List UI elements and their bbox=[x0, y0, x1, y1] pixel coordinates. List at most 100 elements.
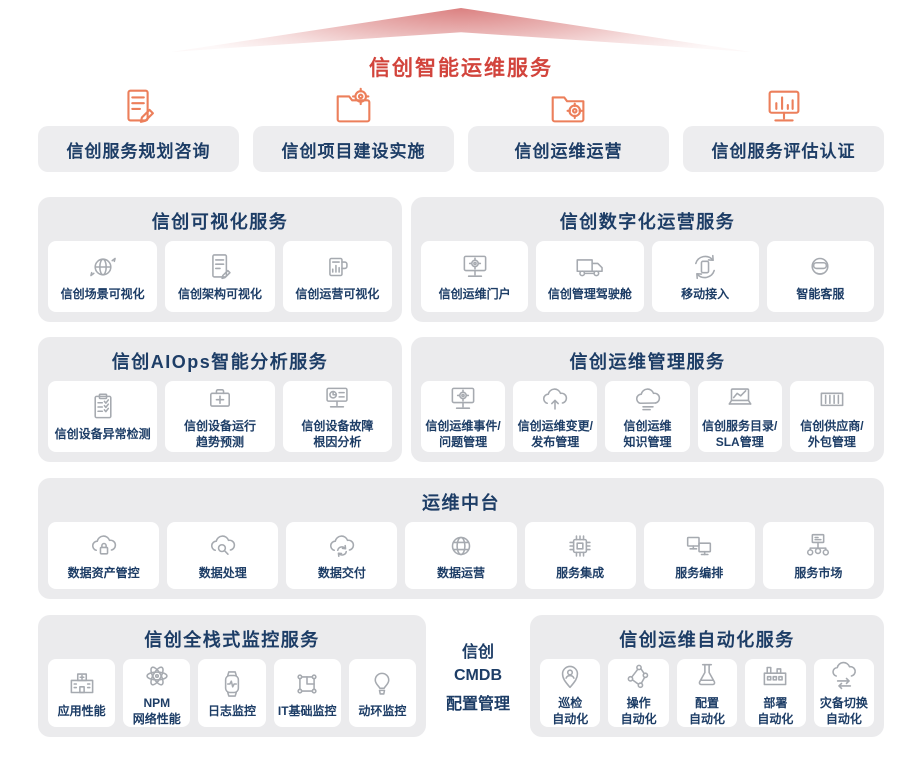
medkit-icon bbox=[203, 382, 237, 416]
row-aiops-management: 信创AIOps智能分析服务 信创设备异常检测信创设备运行 趋势预测信创设备故障 … bbox=[38, 337, 884, 462]
service-item: 操作 自动化 bbox=[608, 659, 669, 727]
section-digital-operation: 信创数字化运营服务 信创运维门户 信创管理驾驶舱移动接入 智能客服 bbox=[411, 197, 884, 322]
service-item: 信创设备故障 根因分析 bbox=[282, 381, 392, 452]
cloud-doc-icon bbox=[631, 382, 665, 416]
item-label: 信创运维运营 bbox=[468, 126, 669, 172]
item-label: 信创架构可视化 bbox=[177, 287, 262, 302]
service-item: 移动接入 bbox=[651, 241, 759, 312]
section-items: 信创运维事件/ 问题管理信创运维变更/ 发布管理信创运维 知识管理信创服务目录/… bbox=[421, 381, 875, 452]
cloud-up-icon bbox=[538, 382, 572, 416]
top-services-row: 信创服务规划咨询信创项目建设实施信创运维运营信创服务评估认证 bbox=[38, 86, 884, 172]
service-item: 服务编排 bbox=[643, 522, 755, 589]
top-card-implementation: 信创项目建设实施 bbox=[253, 86, 454, 172]
service-item: 服务集成 bbox=[524, 522, 636, 589]
section-automation: 信创运维自动化服务 巡检 自动化操作 自动化配置 自动化部署 自动化灾备切换 自… bbox=[530, 615, 884, 737]
monitor-gear-icon bbox=[458, 250, 492, 284]
cmdb-line: 配置管理 bbox=[445, 696, 510, 713]
service-item: NPM 网络性能 bbox=[123, 659, 191, 727]
item-label: 信创服务评估认证 bbox=[683, 126, 884, 172]
section-items: 信创场景可视化 信创架构可视化 信创运营可视化 bbox=[48, 241, 392, 312]
section-items: 数据资产管控数据处理数据交付 数据运营 服务集成 服务编排服务市场 bbox=[48, 522, 874, 589]
item-label: 部署 自动化 bbox=[757, 695, 794, 726]
item-label: 信创服务规划咨询 bbox=[38, 126, 239, 172]
item-label: 信创运维门户 bbox=[438, 287, 511, 302]
service-item: 配置 自动化 bbox=[676, 659, 738, 727]
item-label: 数据运营 bbox=[436, 566, 485, 581]
dual-screen-icon bbox=[682, 529, 716, 563]
hospital-icon bbox=[65, 667, 99, 701]
section-aiops: 信创AIOps智能分析服务 信创设备异常检测信创设备运行 趋势预测信创设备故障 … bbox=[38, 337, 402, 462]
service-item: 信创设备异常检测 bbox=[48, 381, 158, 452]
item-label: 信创场景可视化 bbox=[60, 287, 145, 302]
section-title: 信创运维管理服务 bbox=[569, 352, 726, 372]
headset-robot-icon bbox=[803, 250, 837, 284]
row-middle-platform: 运维中台 数据资产管控数据处理数据交付数据运营服务集成服务编排服务市场 bbox=[38, 478, 884, 599]
item-label: IT基础监控 bbox=[277, 703, 337, 718]
truck-icon bbox=[573, 250, 607, 284]
item-label: 日志监控 bbox=[208, 703, 257, 718]
service-item: 数据运营 bbox=[405, 522, 517, 589]
service-item: 动环监控 bbox=[348, 659, 417, 727]
item-label: 操作 自动化 bbox=[620, 695, 657, 726]
service-item: 应用性能 bbox=[48, 659, 116, 727]
service-item: 信创运维变更/ 发布管理 bbox=[513, 381, 598, 452]
cloud-lock-icon bbox=[87, 529, 121, 563]
container-icon bbox=[815, 382, 849, 416]
globe-arrows-icon bbox=[86, 250, 120, 284]
globe-grid-icon bbox=[444, 529, 478, 563]
cmdb-block: 信创 CMDB 配置管理 bbox=[435, 615, 521, 737]
sync-phone-icon bbox=[688, 250, 722, 284]
item-label: 信创运维 知识管理 bbox=[623, 419, 672, 449]
item-label: 服务市场 bbox=[794, 566, 843, 581]
top-card-operations: 信创运维运营 bbox=[468, 86, 669, 172]
clipboard-pencil-icon bbox=[113, 84, 165, 130]
cmdb-line: CMDB bbox=[454, 667, 502, 684]
service-item: 信创运维 知识管理 bbox=[605, 381, 690, 452]
mug-chart-icon bbox=[320, 250, 354, 284]
item-label: 信创设备异常检测 bbox=[54, 427, 151, 442]
service-item: 部署 自动化 bbox=[745, 659, 806, 727]
pin-person-icon bbox=[553, 659, 587, 693]
service-item: 数据处理 bbox=[167, 522, 279, 589]
folder-gear-icon bbox=[328, 84, 380, 130]
section-items: 应用性能 NPM 网络性能 日志监控 IT基础监控 动环监控 bbox=[48, 659, 417, 727]
factory-icon bbox=[758, 659, 792, 693]
monitor-bars-icon bbox=[758, 84, 810, 130]
service-item: 信创管理驾驶舱 bbox=[536, 241, 644, 312]
top-card-planning: 信创服务规划咨询 bbox=[38, 86, 239, 172]
monitor-pie-icon bbox=[320, 382, 354, 416]
section-title: 信创数字化运营服务 bbox=[559, 212, 736, 232]
service-item: 信创运维门户 bbox=[421, 241, 529, 312]
section-title: 信创全栈式监控服务 bbox=[144, 630, 320, 650]
balloon-icon bbox=[365, 667, 399, 701]
service-item: 服务市场 bbox=[762, 522, 874, 589]
item-label: 移动接入 bbox=[681, 287, 730, 302]
item-label: 信创项目建设实施 bbox=[253, 126, 454, 172]
item-label: 应用性能 bbox=[57, 703, 106, 718]
service-item: 信创运维事件/ 问题管理 bbox=[421, 381, 506, 452]
item-label: 信创运营可视化 bbox=[295, 287, 380, 302]
cloud-sync-icon bbox=[325, 529, 359, 563]
cloud-search-icon bbox=[206, 529, 240, 563]
service-item: 灾备切换 自动化 bbox=[813, 659, 875, 727]
item-label: 智能客服 bbox=[796, 287, 845, 302]
item-label: 信创服务目录/ SLA管理 bbox=[702, 419, 778, 449]
chip-icon bbox=[563, 529, 597, 563]
item-label: NPM 网络性能 bbox=[132, 695, 181, 726]
item-label: 动环监控 bbox=[358, 703, 407, 718]
item-label: 灾备切换 自动化 bbox=[819, 695, 868, 726]
item-label: 信创设备故障 根因分析 bbox=[301, 419, 374, 449]
item-label: 服务集成 bbox=[556, 566, 605, 581]
server-nodes-icon bbox=[801, 529, 835, 563]
service-item: 信创设备运行 趋势预测 bbox=[165, 381, 275, 452]
item-label: 巡检 自动化 bbox=[552, 695, 589, 726]
molecule-icon bbox=[622, 659, 656, 693]
service-item: 智能客服 bbox=[766, 241, 874, 312]
service-item: 数据资产管控 bbox=[48, 522, 160, 589]
section-title: 信创运维自动化服务 bbox=[619, 630, 795, 650]
laptop-chart-icon bbox=[723, 382, 757, 416]
item-label: 数据交付 bbox=[317, 566, 366, 581]
section-title: 信创可视化服务 bbox=[151, 212, 289, 232]
section-items: 信创设备异常检测信创设备运行 趋势预测信创设备故障 根因分析 bbox=[48, 381, 392, 452]
